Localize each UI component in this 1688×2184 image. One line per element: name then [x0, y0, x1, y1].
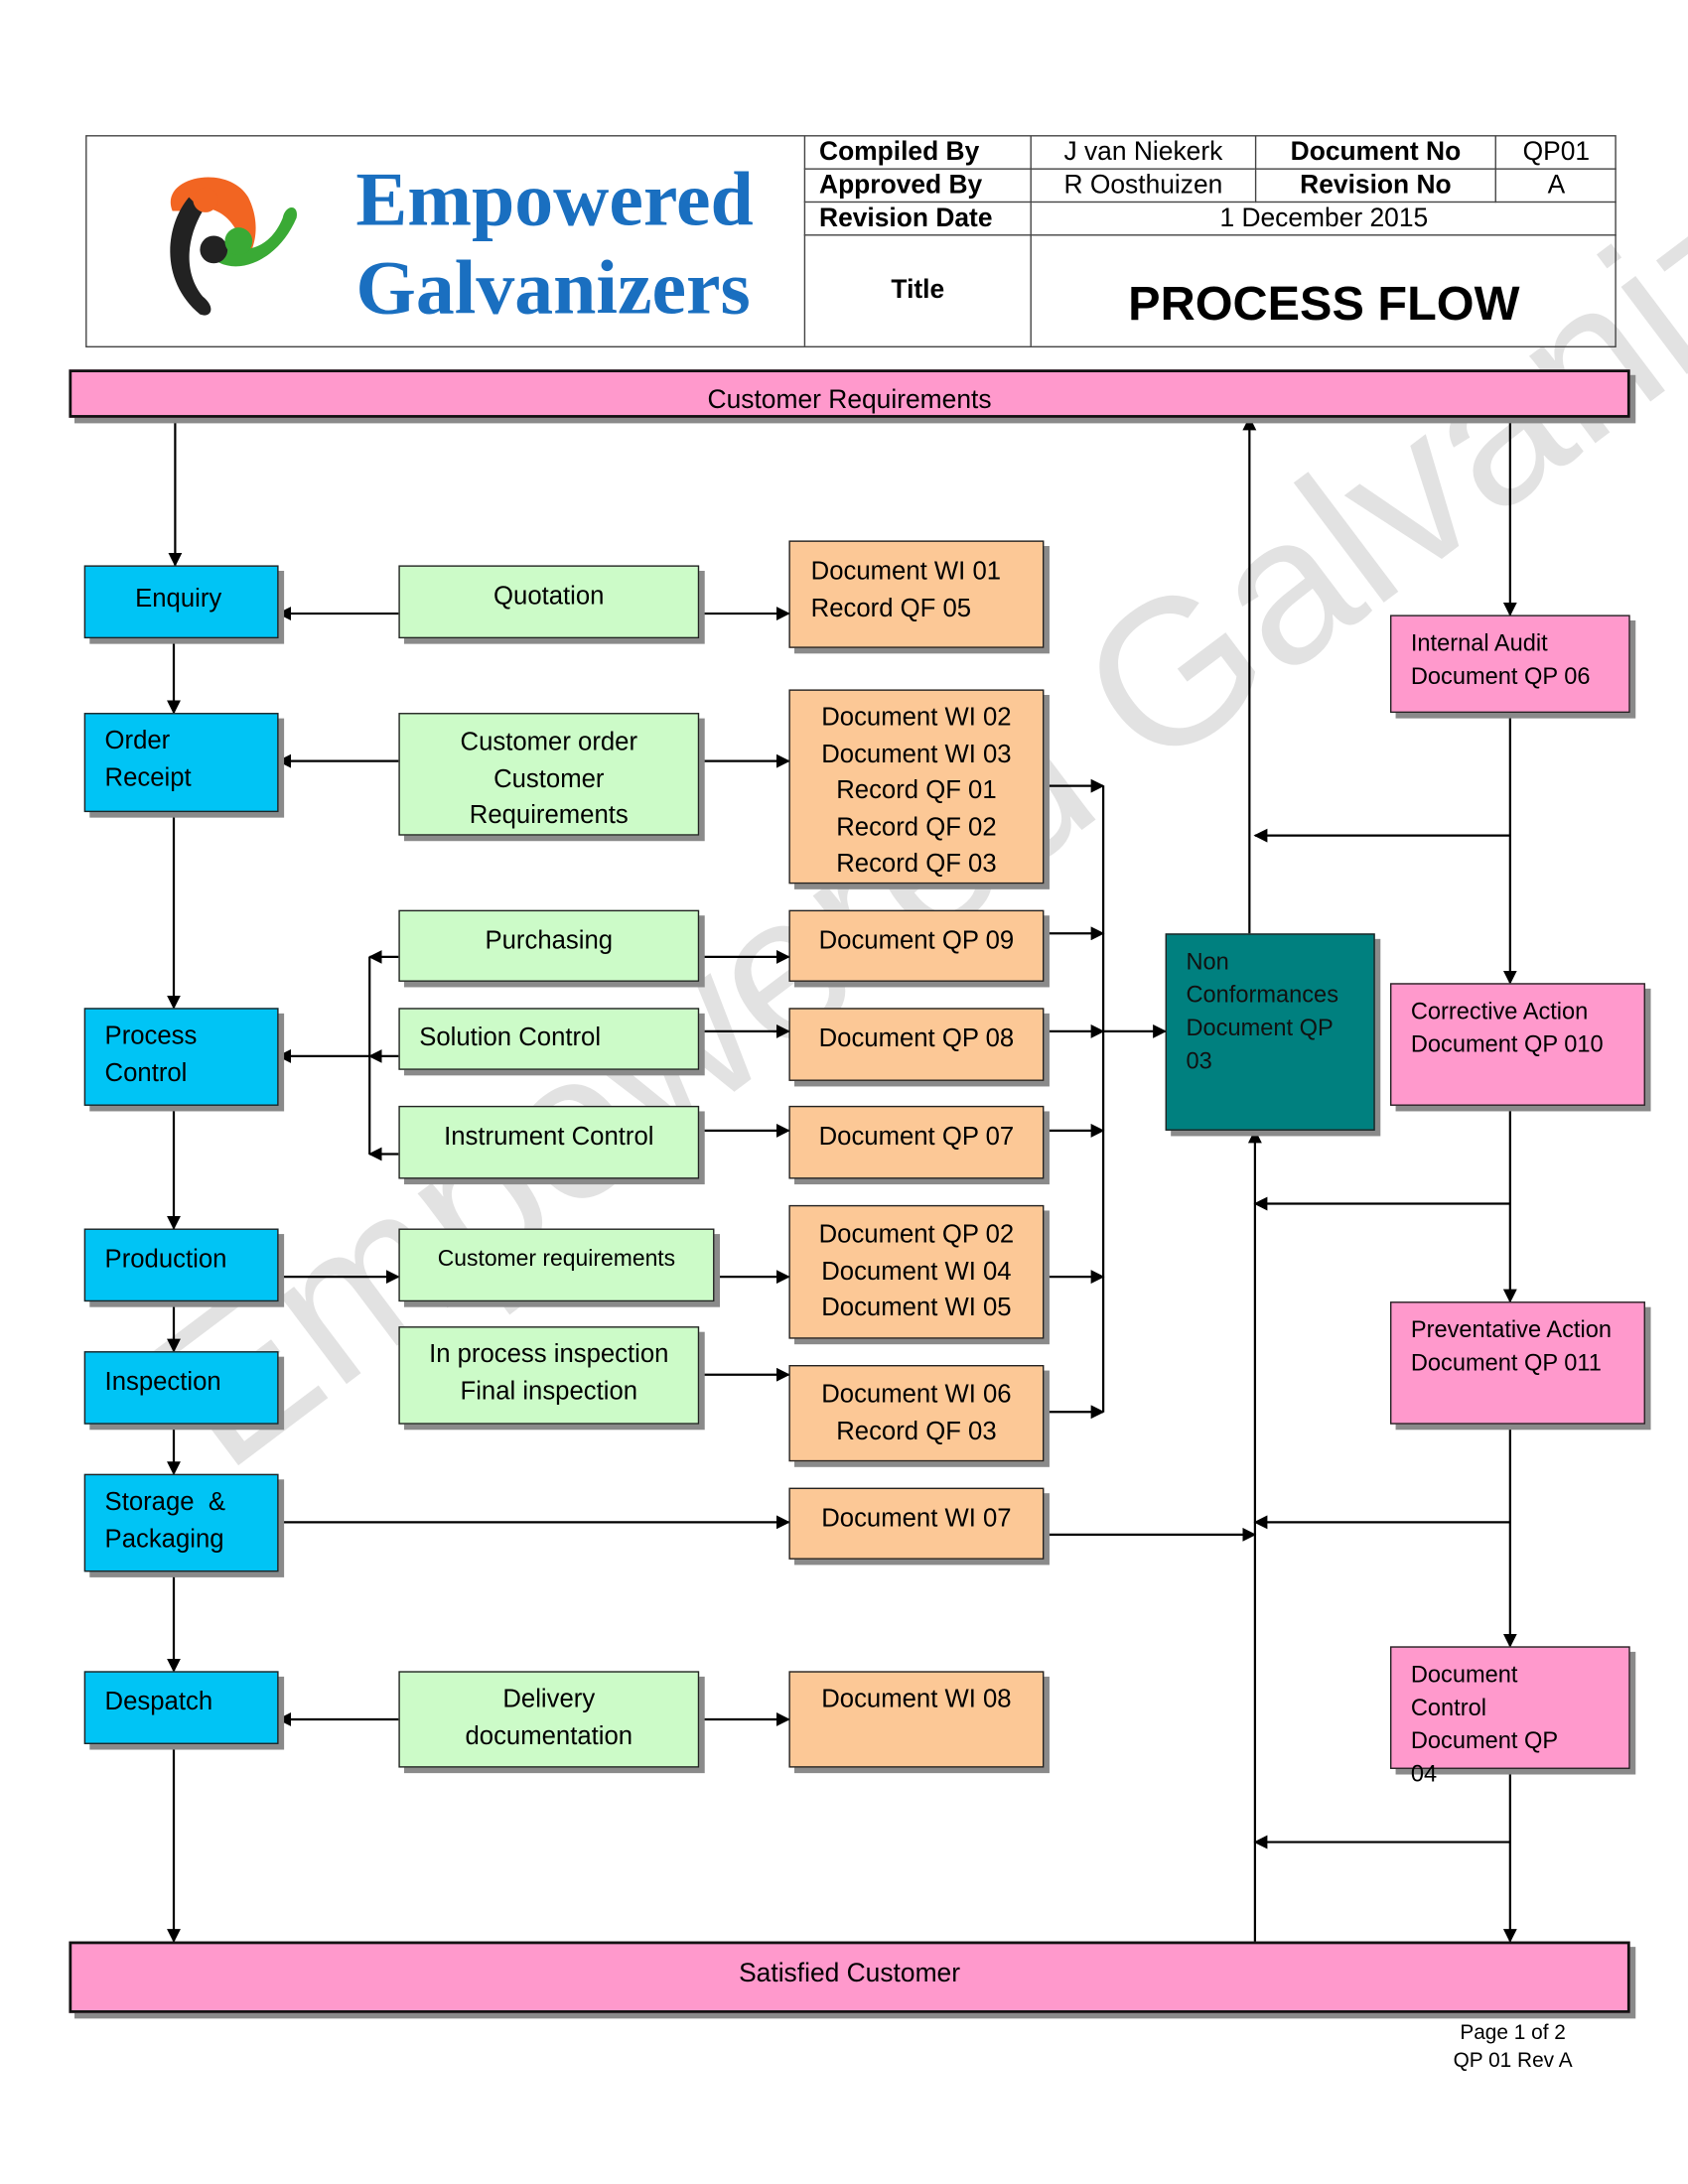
title-label: Title: [803, 235, 1031, 346]
step-inspection: Inspection: [83, 1351, 279, 1425]
input-customer-order: Customer order Customer Requirements: [398, 713, 700, 836]
input-customer-requirements: Customer requirements: [398, 1228, 715, 1302]
step-despatch: Despatch: [83, 1671, 279, 1744]
approved-by-value: R Oosthuizen: [1030, 169, 1255, 204]
non-conformances-box: Non Conformances Document QP 03: [1165, 933, 1375, 1131]
doc-qp07: Document QP 07: [788, 1105, 1045, 1179]
compiled-by-value: J van Niekerk: [1030, 136, 1255, 170]
document-control-box: Document Control Document QP 04: [1390, 1646, 1630, 1787]
preventative-action-box: Preventative Action Document QP 011: [1390, 1301, 1645, 1425]
input-instrument-control: Instrument Control: [398, 1105, 700, 1179]
input-quotation: Quotation: [398, 565, 700, 639]
company-logo-icon: [170, 177, 297, 316]
doc-wi07: Document WI 07: [788, 1487, 1045, 1560]
input-purchasing: Purchasing: [398, 909, 700, 982]
document-reference: QP 01 Rev A: [1453, 2048, 1573, 2073]
document-no-label: Document No: [1254, 136, 1495, 170]
input-solution-control: Solution Control: [398, 1008, 700, 1070]
page-number: Page 1 of 2: [1460, 2021, 1566, 2045]
internal-audit-box: Internal Audit Document QP 06: [1390, 614, 1630, 714]
revision-no-value: A: [1494, 169, 1617, 204]
revision-no-label: Revision No: [1254, 169, 1495, 204]
input-delivery-documentation: Delivery documentation: [398, 1671, 700, 1768]
step-production: Production: [83, 1228, 279, 1302]
doc-wi01-qf05: Document WI 01 Record QF 05: [788, 540, 1045, 648]
document-title: PROCESS FLOW: [1030, 235, 1617, 346]
brand-name-line2: Galvanizers: [355, 245, 751, 332]
step-enquiry: Enquiry: [83, 565, 279, 639]
brand-name-line1: Empowered: [355, 157, 754, 243]
document-no-value: QP01: [1494, 136, 1617, 170]
input-inspection: In process inspection Final inspection: [398, 1326, 700, 1425]
revision-date-value: 1 December 2015: [1030, 203, 1617, 236]
document-header: Empowered Galvanizers Compiled By J van …: [85, 135, 1617, 348]
corrective-action-box: Corrective Action Document QP 010: [1390, 983, 1645, 1106]
doc-qp02-wi04-wi05: Document QP 02 Document WI 04 Document W…: [788, 1204, 1045, 1339]
step-storage-packaging: Storage & Packaging: [83, 1473, 279, 1572]
doc-wi06-qf03: Document WI 06 Record QF 03: [788, 1365, 1045, 1462]
step-process-control: Process Control: [83, 1008, 279, 1106]
step-order-receipt: Order Receipt: [83, 713, 279, 813]
doc-qp09: Document QP 09: [788, 909, 1045, 982]
compiled-by-label: Compiled By: [803, 136, 1031, 170]
satisfied-customer-bar: Satisfied Customer: [69, 1941, 1630, 2013]
customer-requirements-bar: Customer Requirements: [69, 369, 1630, 418]
revision-date-label: Revision Date: [803, 203, 1031, 236]
approved-by-label: Approved By: [803, 169, 1031, 204]
doc-wi08: Document WI 08: [788, 1671, 1045, 1768]
doc-qp08: Document QP 08: [788, 1008, 1045, 1081]
doc-wi02-wi03-qf01-qf02-qf03: Document WI 02 Document WI 03 Record QF …: [788, 689, 1045, 885]
